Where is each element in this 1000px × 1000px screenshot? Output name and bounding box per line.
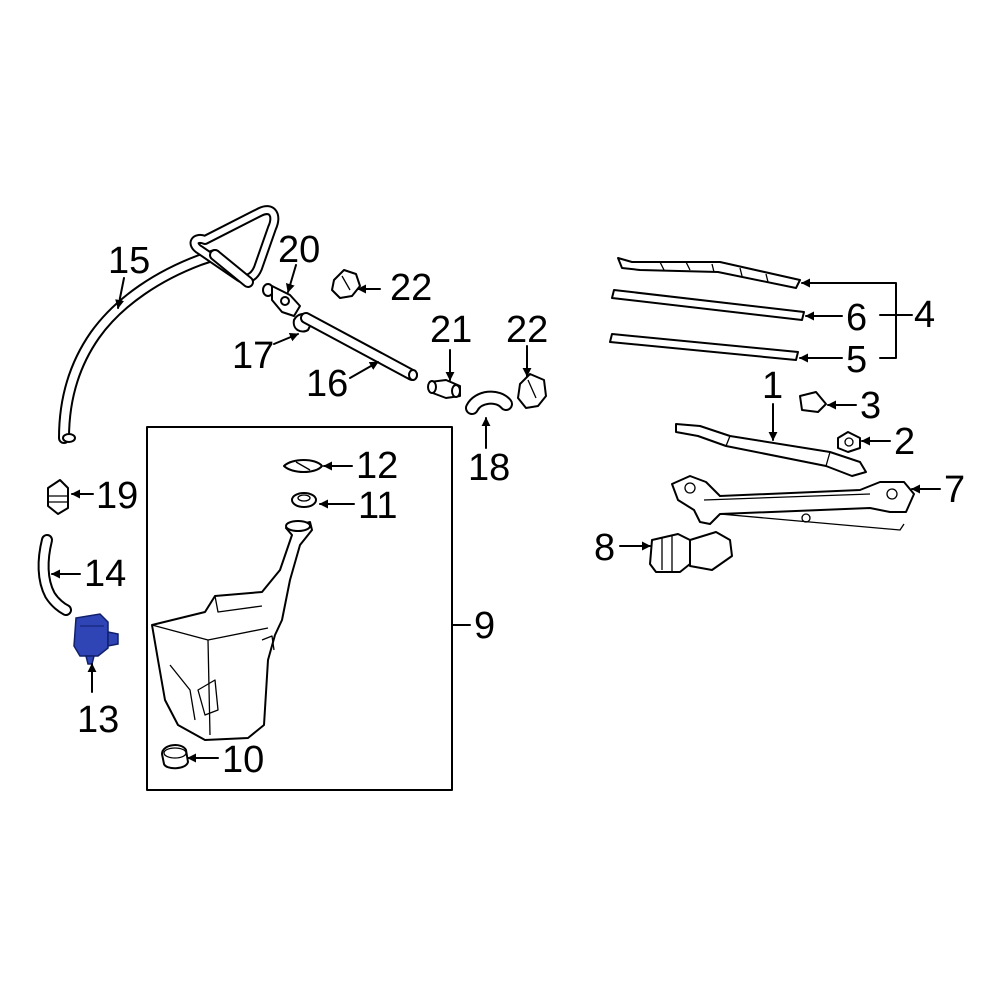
blade-insert-5 [609, 333, 799, 361]
callout-5: 5 [846, 339, 867, 381]
callout-4: 4 [914, 294, 935, 336]
callout-18: 18 [468, 447, 510, 489]
seal-11 [291, 492, 317, 508]
callout-2: 2 [894, 421, 915, 463]
wiper-arm-1 [675, 423, 867, 477]
callout-bracket-4 [879, 282, 913, 359]
callout-17: 17 [232, 335, 274, 377]
cap-12 [283, 459, 323, 473]
callout-21: 21 [430, 309, 472, 351]
blade-refill-6 [611, 289, 805, 321]
callout-20: 20 [278, 229, 320, 271]
callout-11: 11 [358, 485, 397, 527]
reservoir-group-box [146, 426, 471, 791]
grommet-10 [161, 744, 189, 770]
callout-16: 16 [306, 363, 348, 405]
hose-18 [465, 390, 513, 415]
callout-19: 19 [96, 475, 138, 517]
leader-lines [51, 264, 941, 763]
check-valve-21 [427, 379, 461, 399]
connector-20 [262, 283, 301, 317]
callout-12: 12 [356, 445, 398, 487]
callout-9: 9 [474, 605, 495, 647]
nozzle-22-right [517, 373, 547, 409]
wiper-motor-8 [649, 531, 733, 573]
callout-1: 1 [762, 365, 783, 407]
callout-22-right: 22 [506, 309, 548, 351]
callout-13: 13 [77, 699, 119, 741]
callout-7: 7 [944, 469, 965, 511]
nozzle-22-top [331, 269, 361, 299]
grommet-19 [47, 479, 69, 515]
hose-16 [300, 312, 418, 381]
callout-labels: 15 20 22 17 16 21 22 18 19 14 13 12 11 1… [77, 229, 965, 781]
callout-10: 10 [222, 739, 264, 781]
callout-22-top: 22 [390, 267, 432, 309]
callout-3: 3 [860, 385, 881, 427]
cap-3 [799, 391, 827, 413]
hose-14 [37, 534, 72, 616]
callout-14: 14 [84, 553, 126, 595]
wiper-blade-assembly-4 [617, 257, 801, 289]
reservoir-tank-9 [151, 520, 313, 741]
callout-6: 6 [846, 297, 867, 339]
washer-pump-13 [73, 613, 119, 665]
callout-8: 8 [594, 527, 615, 569]
callout-15: 15 [108, 240, 150, 282]
wiper-linkage-7 [671, 475, 915, 531]
nut-2 [837, 431, 861, 453]
washer-hose-15 [58, 205, 280, 444]
